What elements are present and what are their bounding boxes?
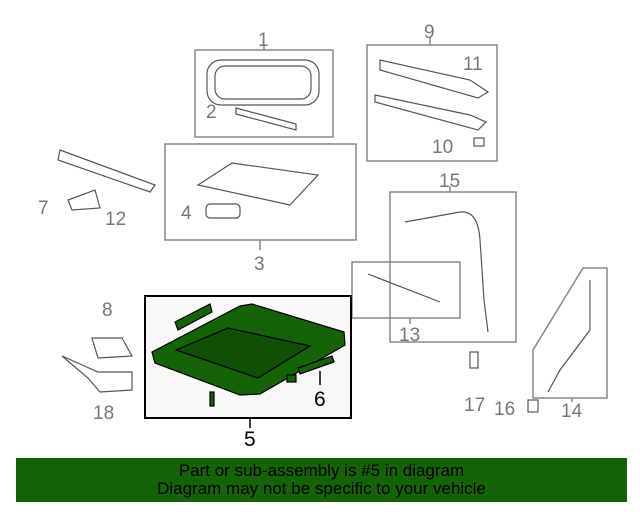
part-17 (469, 351, 479, 369)
callout-13[interactable]: 13 (399, 325, 420, 346)
callout-7[interactable]: 7 (38, 198, 49, 219)
part-3-shade (196, 162, 320, 206)
notice-line-2: Diagram may not be specific to your vehi… (157, 479, 486, 498)
part-2-seal (235, 107, 297, 131)
notice-banner: Part or sub-assembly is #5 in diagram Di… (16, 458, 627, 502)
callout-6[interactable]: 6 (314, 388, 326, 411)
callout-10[interactable]: 10 (432, 137, 453, 158)
part-4 (205, 203, 241, 219)
callout-17[interactable]: 17 (464, 395, 485, 416)
callout-8[interactable]: 8 (102, 300, 113, 321)
callout-18[interactable]: 18 (93, 403, 114, 424)
part-14 (547, 280, 591, 393)
group-box-15 (389, 191, 517, 343)
callout-5[interactable]: 5 (244, 428, 256, 451)
callout-12[interactable]: 12 (105, 209, 126, 230)
part-12 (57, 149, 156, 193)
part-7 (67, 189, 101, 211)
callout-9[interactable]: 9 (424, 22, 435, 43)
part-8 (91, 337, 133, 359)
callout-15[interactable]: 15 (439, 171, 460, 192)
part-15 (404, 211, 489, 333)
callout-4[interactable]: 4 (181, 203, 192, 224)
group-box-14 (532, 267, 608, 399)
group-box-13 (351, 261, 461, 319)
notice-line-1: Part or sub-assembly is #5 in diagram (178, 461, 465, 480)
part-9 (379, 59, 490, 99)
part-18 (61, 355, 133, 393)
callout-11[interactable]: 11 (463, 54, 483, 75)
part-16 (527, 399, 539, 413)
callout-3[interactable]: 3 (254, 254, 265, 275)
callout-2[interactable]: 2 (206, 102, 217, 123)
group-box-9 (366, 44, 498, 162)
part-13 (367, 273, 441, 303)
callout-1[interactable]: 1 (258, 30, 269, 51)
part-5-frame (151, 303, 346, 407)
callout-14[interactable]: 14 (561, 401, 583, 422)
callout-16[interactable]: 16 (494, 399, 515, 420)
